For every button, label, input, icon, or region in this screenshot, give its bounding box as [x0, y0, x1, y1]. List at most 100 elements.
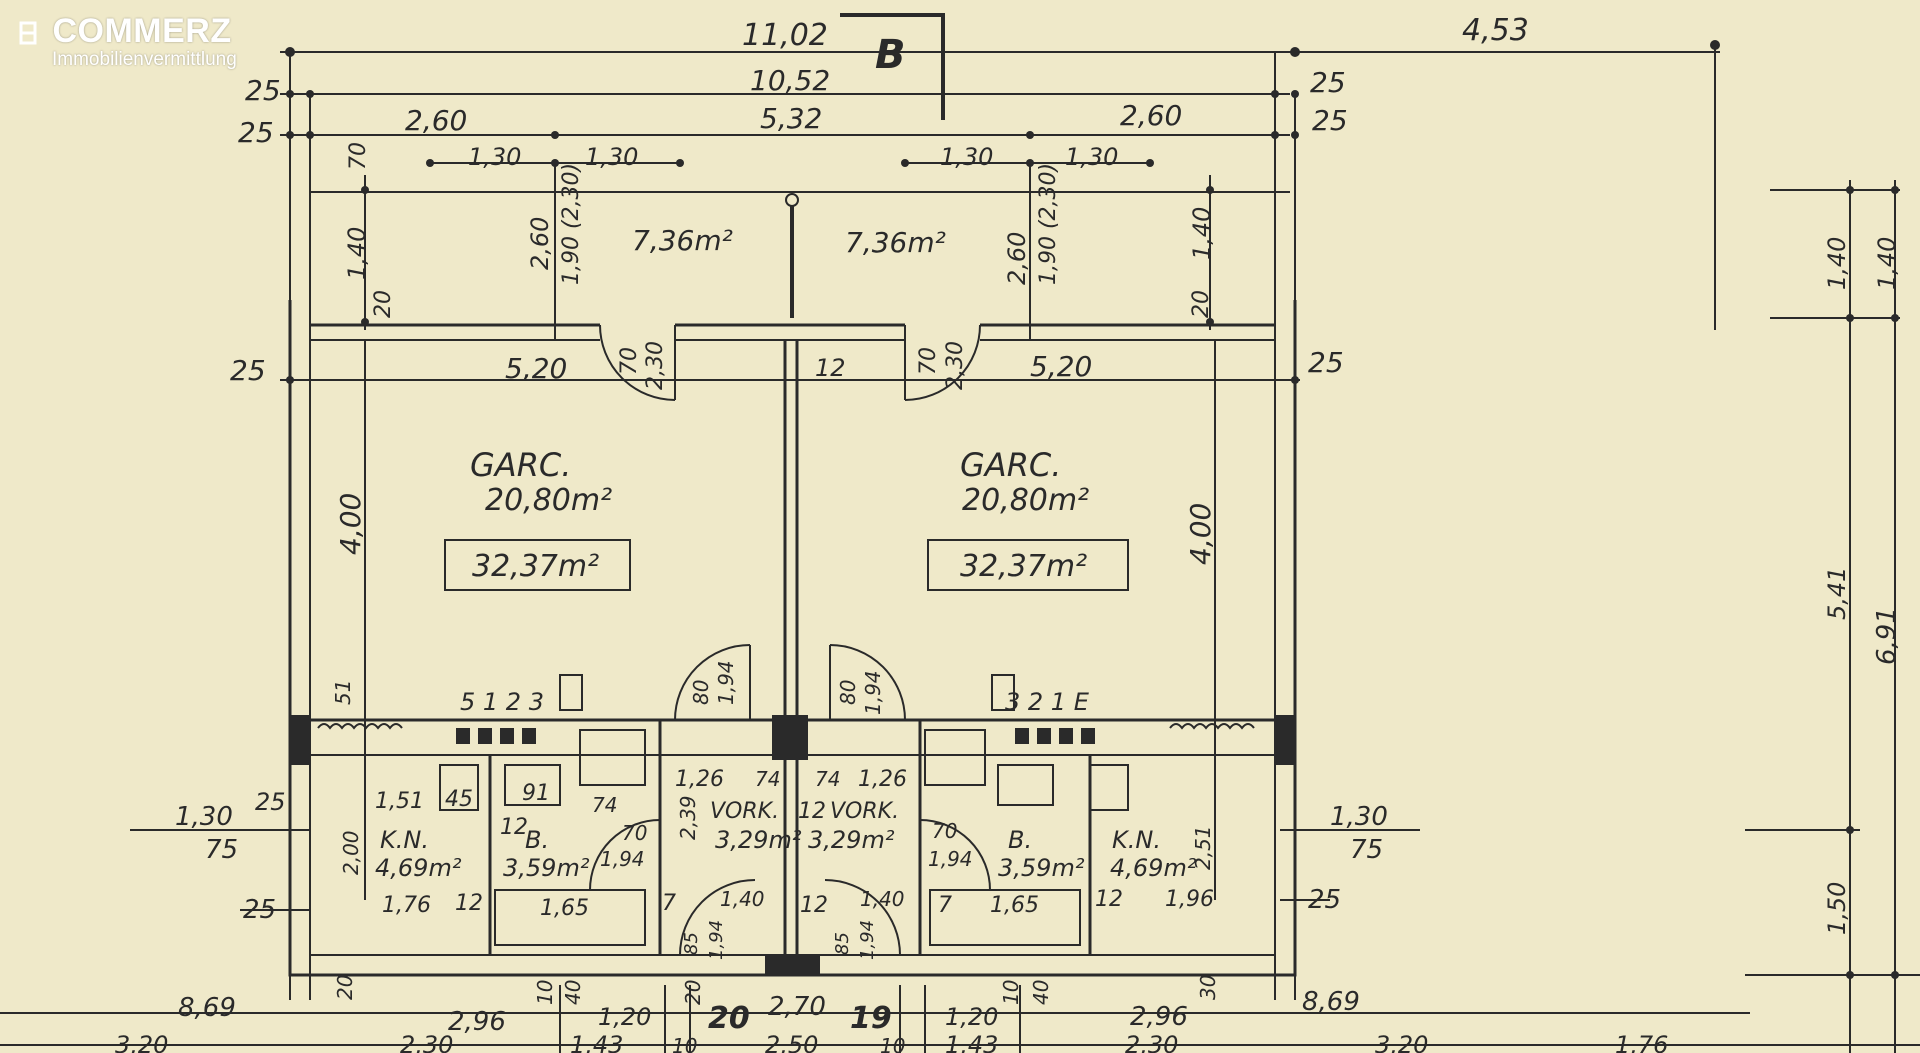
dim-right-segment: 2,60 — [1120, 99, 1182, 132]
dim-wall-51: 51 — [331, 680, 355, 705]
dim-70a: 70 — [622, 821, 647, 845]
dim-side-25-r: 25 — [1308, 346, 1344, 379]
dim-right-130: 1,30 — [1330, 802, 1388, 832]
dim-bottom-19: 19 — [850, 1001, 892, 1036]
dim-194e: 1,94 — [706, 920, 727, 960]
label-garage-right: GARC. — [960, 446, 1061, 484]
dim-height-260-r: 2,60 — [1003, 232, 1031, 285]
dim-74a: 74 — [592, 793, 617, 817]
dim-right-25: 25 — [1308, 885, 1341, 915]
dim-176l: 1,76 — [382, 893, 431, 918]
dim-wall-right-1: 25 — [1310, 66, 1346, 99]
dim-bottom-20-bold: 20 — [708, 1001, 750, 1036]
label-vork-right: VORK. — [830, 799, 899, 824]
dim-center-segment: 5,32 — [760, 102, 822, 135]
dim-bottom-320l: 3,20 — [115, 1031, 168, 1053]
dim-bottom-10a: 10 — [672, 1034, 697, 1053]
dim-12e: 12 — [1095, 887, 1123, 912]
dim-opening-l1: 1,30 — [468, 143, 521, 171]
dim-bottom-230r: 2,30 — [1125, 1031, 1178, 1053]
dim-bottom-270: 2,70 — [768, 992, 826, 1022]
meter-numbers-left: 5 1 2 3 — [460, 688, 544, 716]
dim-height-190-r: 1,90 (2,30) — [1036, 163, 1061, 285]
area-bath-right: 3,59m² — [998, 854, 1085, 882]
dim-right-140a: 1,40 — [1823, 237, 1851, 290]
dim-bottom-20m: 20 — [681, 980, 705, 1005]
dim-251: 2,51 — [1191, 825, 1215, 870]
dim-door-70-l: 70 — [617, 347, 642, 375]
dim-reveal-r: 20 — [1189, 290, 1214, 318]
dim-bottom-869l: 8,69 — [178, 993, 236, 1023]
dim-194f: 1,94 — [857, 920, 878, 960]
dim-126l: 1,26 — [675, 767, 724, 792]
area-vork-left: 3,29m² — [715, 826, 802, 854]
area-kn-right: 4,69m² — [1110, 854, 1197, 882]
dim-door-230-r: 2,30 — [943, 341, 968, 390]
dim-12d: 12 — [800, 893, 828, 918]
section-marker: B — [875, 32, 906, 78]
dim-door-230-l: 2,30 — [643, 341, 668, 390]
dimension-dots — [285, 40, 1899, 979]
meter-numbers-right: 3 2 1 E — [1005, 688, 1090, 716]
dim-left-25b: 25 — [243, 895, 276, 925]
dim-bottom-120r: 1,20 — [945, 1003, 998, 1031]
dim-80r: 80 — [836, 680, 860, 705]
dim-bottom-296r: 2,96 — [1130, 1002, 1188, 1032]
dim-bottom-320r: 3,20 — [1375, 1031, 1428, 1053]
dim-12c: 12 — [798, 799, 826, 824]
dim-74b: 74 — [755, 767, 780, 791]
dim-70b: 70 — [932, 819, 957, 843]
logo-brand: COMMERZ — [52, 12, 232, 50]
dim-85l: 85 — [681, 932, 702, 955]
area-box-garage-right: 32,37m² — [960, 549, 1087, 584]
dim-right-150: 1,50 — [1823, 882, 1851, 935]
dim-194c: 1,94 — [861, 670, 885, 715]
label-bath-left: B. — [525, 826, 549, 854]
area-terrace-right: 7,36m² — [845, 226, 946, 259]
dim-126r: 1,26 — [858, 767, 907, 792]
dim-7r: 7 — [938, 893, 952, 918]
dim-239: 2,39 — [676, 795, 700, 840]
dim-74c: 74 — [815, 767, 840, 791]
dim-194b: 1,94 — [714, 660, 738, 705]
area-bath-left: 3,59m² — [503, 854, 590, 882]
logo-subtitle: Immobilienvermittlung — [52, 49, 237, 70]
dim-12a: 12 — [500, 815, 528, 840]
dim-parapet-l: 70 — [346, 142, 371, 170]
dim-bottom-40r: 40 — [1029, 980, 1053, 1005]
dim-bottom-296l: 2,96 — [448, 1007, 506, 1037]
dim-bottom-143l: 1,43 — [570, 1031, 623, 1053]
dim-bottom-30r: 30 — [1196, 975, 1220, 1000]
dim-wall-12: 12 — [815, 354, 846, 382]
dim-left-75: 75 — [205, 835, 238, 865]
dim-165l: 1,65 — [540, 896, 589, 921]
dim-91: 91 — [522, 781, 550, 806]
label-garage-left: GARC. — [470, 446, 571, 484]
area-kn-left: 4,69m² — [375, 854, 462, 882]
dim-140l: 1,40 — [720, 887, 765, 911]
logo-house-icon — [19, 21, 37, 44]
area-box-garage-left: 32,37m² — [472, 549, 599, 584]
area-garage-left: 20,80m² — [485, 483, 612, 518]
dim-85r: 85 — [832, 932, 853, 955]
dim-200: 2,00 — [339, 830, 363, 875]
dim-bottom-176: 1,76 — [1615, 1031, 1668, 1053]
dim-room-depth-r: 4,00 — [1184, 503, 1217, 565]
dim-height-190-l: 1,90 (2,30) — [559, 163, 584, 285]
dim-left-segment: 2,60 — [405, 104, 467, 137]
solid-pillars — [290, 715, 1295, 975]
dim-bottom-10r: 10 — [999, 980, 1023, 1005]
dim-door-70-r: 70 — [916, 347, 941, 375]
commerz-logo: COMMERZ Immobilienvermittlung — [18, 12, 237, 71]
dim-wall-left-2: 25 — [238, 116, 274, 149]
dim-opening-r2: 1,30 — [1065, 143, 1118, 171]
dim-left-130: 1,30 — [175, 802, 233, 832]
dim-194d: 1,94 — [928, 847, 973, 871]
dim-left-25a: 25 — [255, 788, 286, 816]
dim-overall-width: 11,02 — [742, 18, 828, 53]
dim-bottom-20l: 20 — [333, 975, 357, 1000]
dim-room-width-l: 5,20 — [505, 352, 567, 385]
drawing-text: 11,02 4,53 B 25 10,52 25 25 2,60 5,32 2,… — [115, 13, 1902, 1053]
dim-bottom-10l: 10 — [533, 980, 557, 1005]
